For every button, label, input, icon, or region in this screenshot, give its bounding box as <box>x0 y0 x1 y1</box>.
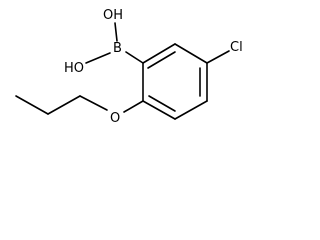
bond-ring-c4-c5 <box>174 100 208 120</box>
bond-b-oh-left <box>85 52 111 64</box>
bond-ch2-ch2 <box>47 95 81 115</box>
bond-o-ch2 <box>79 95 108 111</box>
bond-ring-c1-c2-double <box>147 51 176 69</box>
bond-ring-o <box>123 100 144 113</box>
bond-ring-c2-c3 <box>174 43 208 64</box>
bond-b-oh-top <box>114 22 118 42</box>
bond-ring-c1-c2 <box>142 43 176 64</box>
bond-ring-cl <box>206 50 230 64</box>
bond-ring-c5-c6 <box>142 100 176 120</box>
bond-ring-b <box>125 51 144 64</box>
atom-label-chlorine: Cl <box>230 40 243 55</box>
chemical-structure-diagram: OH HO B Cl O <box>15 8 243 126</box>
atom-label-oxygen: O <box>110 111 120 126</box>
bond-ch2-ch3 <box>15 95 49 115</box>
bond-ring-c5-c6-double <box>148 95 176 112</box>
atom-label-oh-left: HO <box>64 61 84 76</box>
atom-label-oh-top: OH <box>103 8 123 23</box>
atom-label-boron: B <box>113 41 122 56</box>
